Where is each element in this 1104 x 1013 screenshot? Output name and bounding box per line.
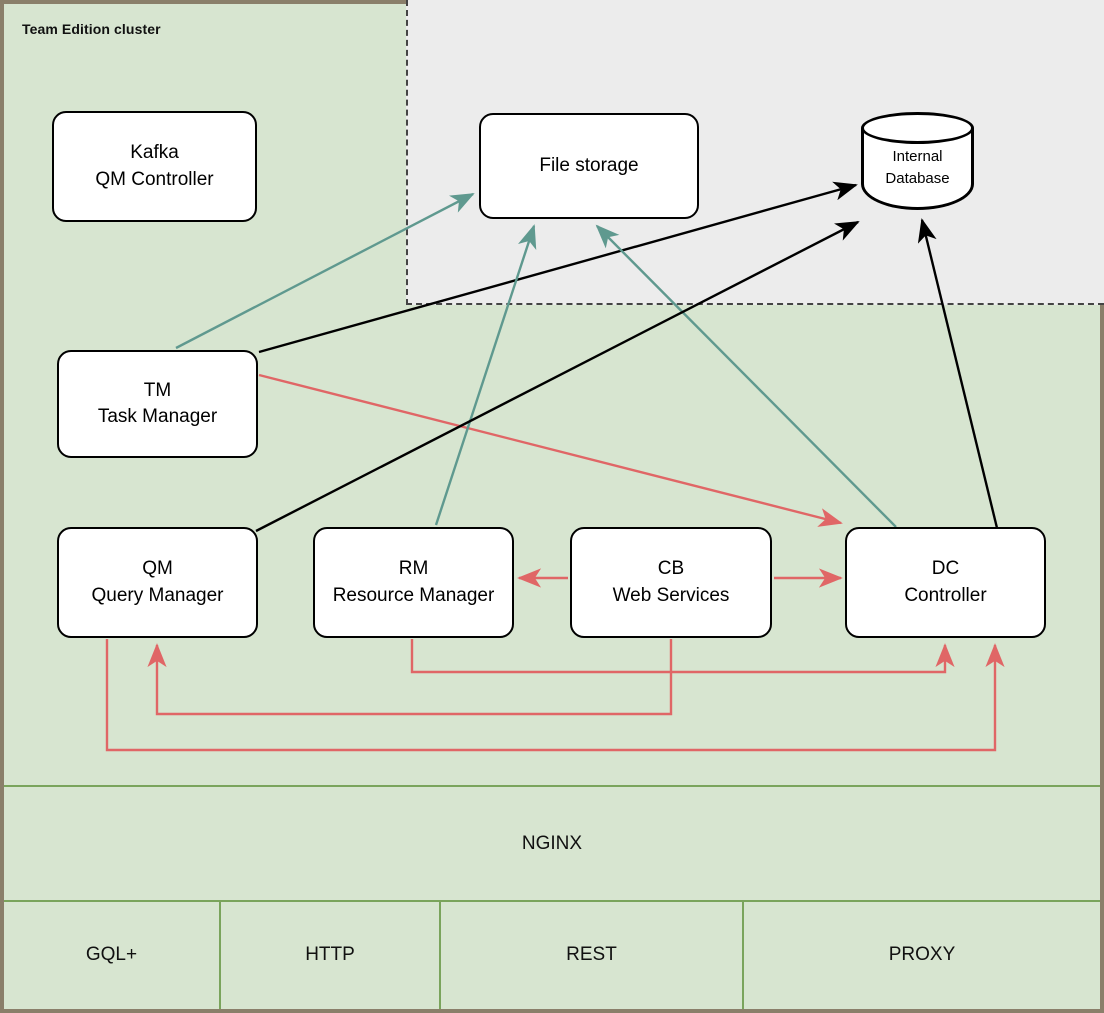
node-kafka-line1: Kafka: [130, 142, 179, 164]
node-internal-db-line1: Internal: [892, 148, 943, 165]
edge-rm-to-file-storage: [434, 224, 537, 526]
node-qm-line1: QM: [142, 558, 173, 580]
edge-cb-to-qm-routed: [147, 639, 673, 716]
edge-dc-to-file-storage: [595, 224, 897, 528]
protocol-band: [4, 900, 1100, 1009]
protocol-cell-proxy[interactable]: PROXY: [744, 900, 1100, 1009]
node-internal-database[interactable]: Internal Database: [861, 112, 974, 210]
node-qm-line2: Query Manager: [91, 584, 224, 606]
node-kafka-qm-controller[interactable]: Kafka QM Controller: [52, 111, 257, 222]
node-rm-line1: RM: [398, 558, 429, 580]
protocol-cell-rest[interactable]: REST: [441, 900, 744, 1009]
node-file-storage[interactable]: File storage: [479, 113, 699, 219]
protocol-cell-http[interactable]: HTTP: [221, 900, 441, 1009]
node-rm-resource-manager[interactable]: RM Resource Manager: [313, 527, 514, 638]
edge-dc-to-internal-db: [917, 218, 999, 529]
protocol-label-proxy: PROXY: [888, 943, 956, 965]
node-dc-line2: Controller: [904, 584, 987, 606]
protocol-label-http: HTTP: [305, 943, 355, 965]
protocol-label-gql: GQL+: [85, 943, 138, 965]
nginx-band: NGINX: [4, 785, 1100, 900]
node-internal-database-label: Internal Database: [861, 146, 974, 190]
edge-qm-to-internal-db: [255, 220, 860, 533]
node-qm-query-manager[interactable]: QM Query Manager: [57, 527, 258, 638]
node-cb-line2: Web Services: [612, 584, 730, 606]
node-internal-db-line2: Database: [885, 169, 950, 187]
protocol-label-rest: REST: [566, 943, 617, 965]
protocol-cell-gql[interactable]: GQL+: [4, 900, 221, 1009]
node-kafka-line2: QM Controller: [95, 168, 214, 190]
cluster-title-label: Team Edition cluster: [22, 21, 161, 37]
node-tm-line2: Task Manager: [97, 406, 218, 427]
edge-tm-to-internal-db: [258, 181, 858, 354]
node-tm-task-manager[interactable]: TM Task Manager: [57, 350, 258, 458]
node-rm-line2: Resource Manager: [332, 584, 495, 606]
node-cb-line1: CB: [657, 558, 685, 580]
edge-qm-to-dc-routed: [105, 639, 1005, 752]
edge-tm-to-file-storage: [175, 192, 475, 350]
node-file-storage-line1: File storage: [539, 154, 639, 176]
edge-tm-to-dc: [258, 373, 843, 527]
edge-rm-to-dc-routed: [410, 639, 955, 674]
node-cb-web-services[interactable]: CB Web Services: [570, 527, 772, 638]
node-dc-line1: DC: [931, 558, 960, 580]
nginx-label: NGINX: [521, 832, 583, 854]
node-tm-line1: TM: [143, 379, 172, 401]
cylinder-top-ellipse: [861, 112, 974, 144]
node-dc-controller[interactable]: DC Controller: [845, 527, 1046, 638]
